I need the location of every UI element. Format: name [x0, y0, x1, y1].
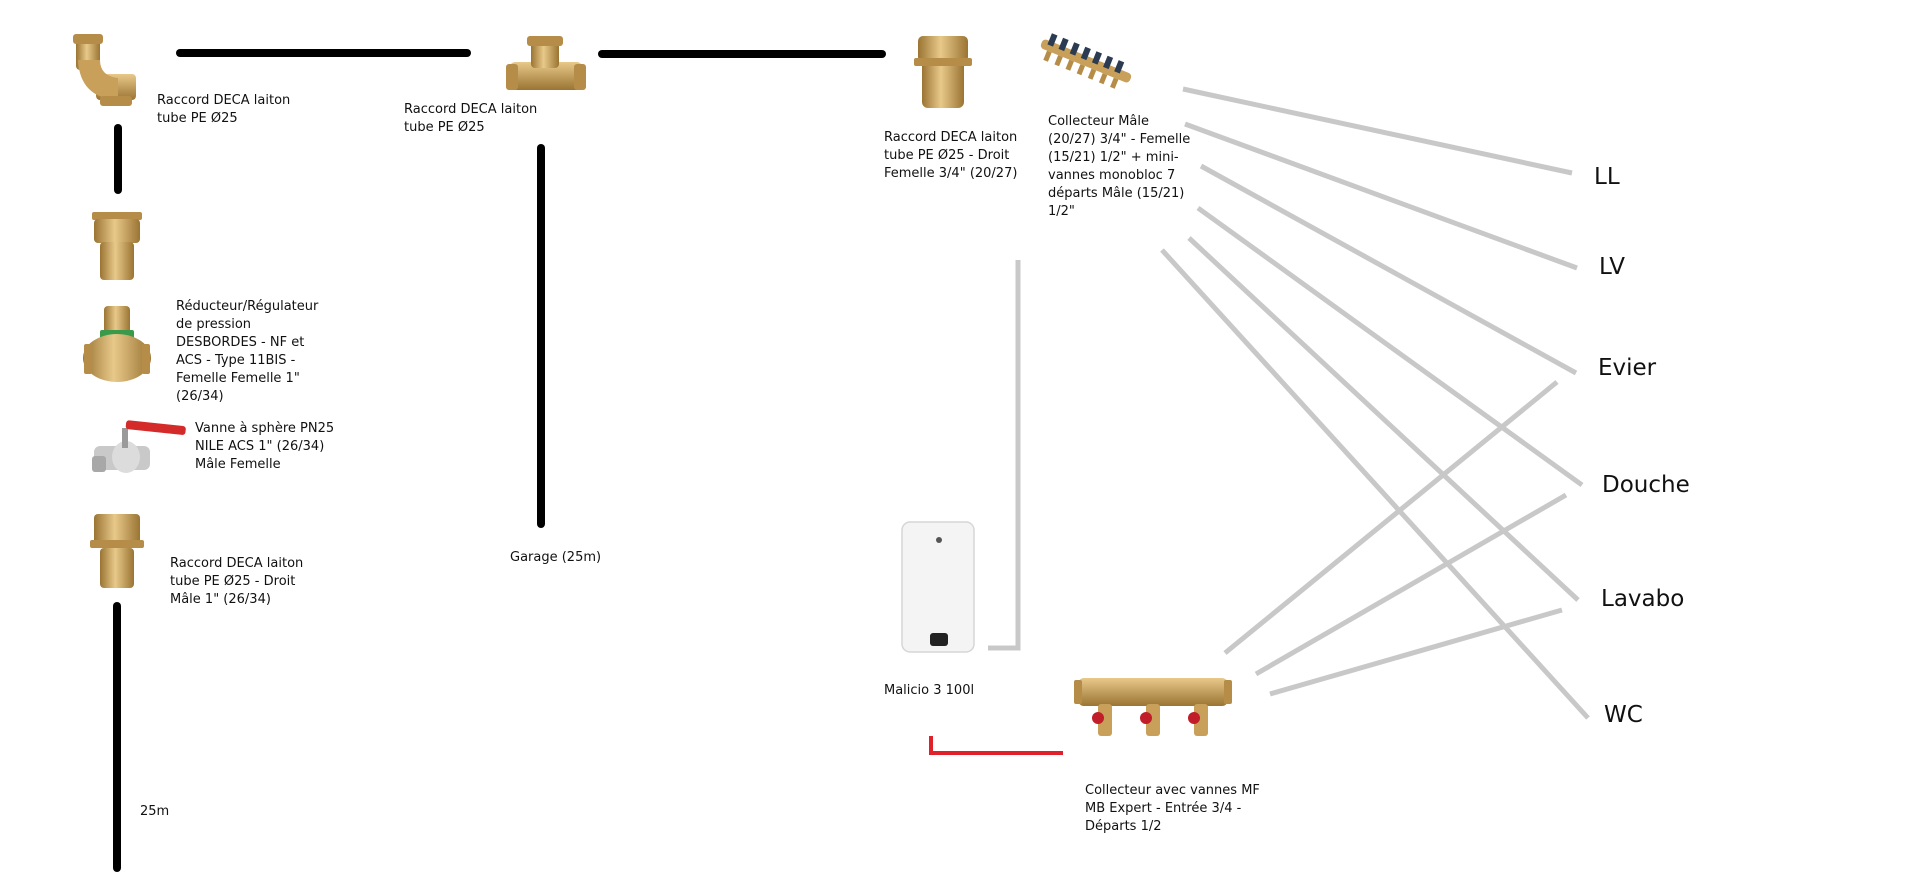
label-vanne: Vanne à sphère PN25 NILE ACS 1" (26/34) …	[195, 421, 335, 472]
line-to-wc	[1160, 248, 1590, 720]
pressure-reducer-icon	[83, 306, 151, 382]
dest-douche: Douche	[1602, 472, 1690, 498]
brass-male-coupling-bottom-icon	[90, 514, 144, 588]
brass-elbow-fitting-icon	[73, 34, 136, 106]
label-collecteur-male: Collecteur Mâle (20/27) 3/4" - Femelle (…	[1048, 114, 1191, 219]
ball-valve-icon	[92, 420, 186, 473]
water-heater-icon	[901, 521, 975, 653]
label-chauffe-eau: Malicio 3 100l	[884, 683, 975, 698]
pipe-heater-feed	[988, 260, 1021, 651]
brass-tee-fitting-icon	[506, 36, 586, 90]
label-garage: Garage (25m)	[510, 550, 602, 565]
line-to-douche	[1196, 205, 1584, 488]
label-raccord-droit-femelle: Raccord DECA laiton tube PE Ø25 - Droit …	[884, 130, 1018, 181]
line-hot-to-evier	[1223, 380, 1559, 655]
line-to-lv	[1184, 121, 1578, 271]
dest-evier: Evier	[1598, 355, 1657, 381]
label-length-25m: 25m	[140, 804, 170, 819]
dest-ll: LL	[1594, 164, 1620, 190]
brass-manifold-7-outlets-icon	[1040, 33, 1132, 89]
pipe-hot-outlet	[929, 736, 1063, 755]
line-to-lavabo	[1187, 236, 1580, 602]
label-raccord-droit-male: Raccord DECA laiton tube PE Ø25 - Droit …	[170, 556, 304, 607]
line-to-ll	[1182, 86, 1573, 176]
line-hot-to-lavabo	[1269, 607, 1563, 697]
label-raccord-te: Raccord DECA laiton tube PE Ø25	[404, 102, 538, 135]
label-raccord-coude: Raccord DECA laiton tube PE Ø25	[157, 93, 291, 126]
label-reducteur: Réducteur/Régulateur de pression DESBORD…	[176, 299, 319, 404]
brass-male-coupling-icon	[92, 212, 142, 280]
dest-wc: WC	[1604, 702, 1643, 728]
dest-lavabo: Lavabo	[1601, 586, 1685, 612]
label-collecteur-vannes: Collecteur avec vannes MF MB Expert - En…	[1085, 783, 1260, 834]
line-to-evier	[1199, 163, 1578, 376]
brass-female-coupling-icon	[914, 36, 972, 108]
manifold-3-valves-icon	[1074, 678, 1232, 736]
line-hot-to-douche	[1254, 492, 1568, 677]
dest-lv: LV	[1599, 254, 1626, 280]
